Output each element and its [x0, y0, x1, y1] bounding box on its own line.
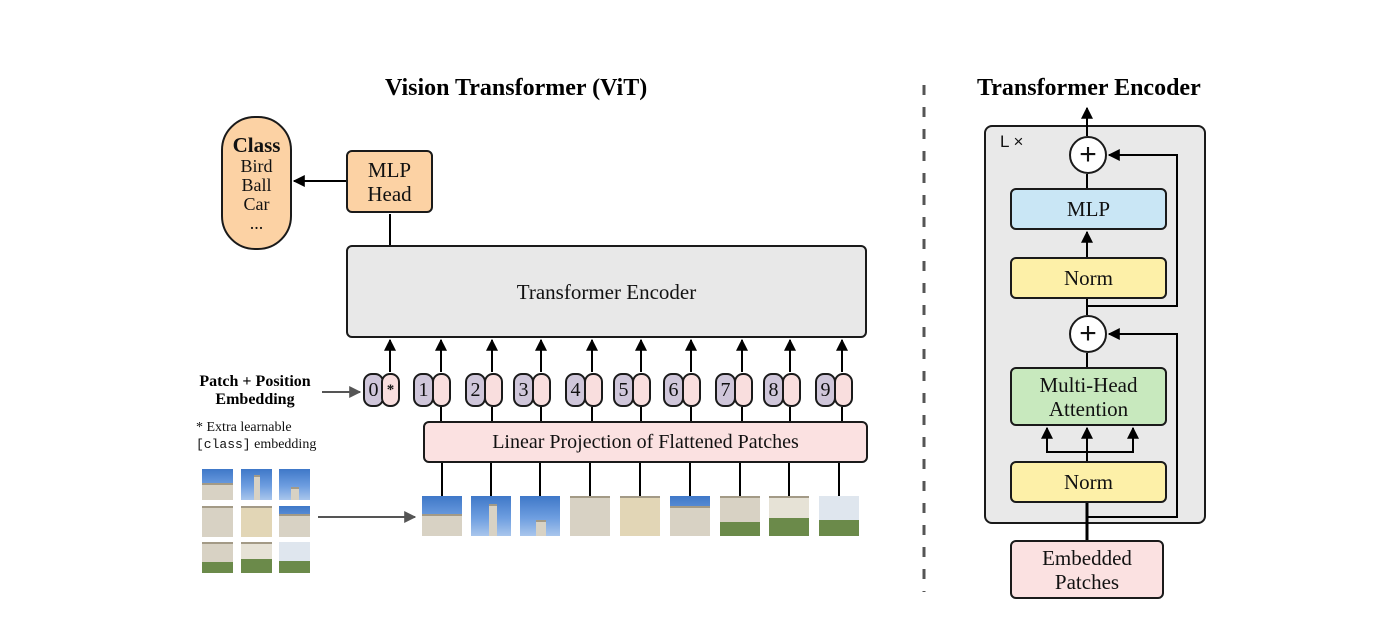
attention-label-line2: Attention: [1048, 396, 1129, 421]
linear-projection-label: Linear Projection of Flattened Patches: [492, 430, 799, 453]
footnote-line1: * Extra learnable: [196, 420, 292, 435]
class-token-embedding: *: [381, 373, 400, 407]
mlp-head-line2: Head: [367, 181, 412, 206]
grid-patch-6: [279, 506, 310, 537]
patch-embedding-1: [432, 373, 451, 407]
patch-embedding-9: [834, 373, 853, 407]
encoder-norm-top-box: Norm: [1010, 257, 1167, 299]
embedded-patches-box: Embedded Patches: [1010, 540, 1164, 599]
patch-image-4: [570, 496, 610, 536]
grid-patch-7: [202, 542, 233, 573]
patch-embedding-2: [484, 373, 503, 407]
patch-image-2: [471, 496, 511, 536]
linear-projection-box: Linear Projection of Flattened Patches: [423, 421, 868, 463]
patch-image-1: [422, 496, 462, 536]
class-token-footnote: * Extra learnable [class] embedding: [196, 419, 316, 453]
footnote-text: embedding: [250, 437, 317, 452]
patch-image-3: [520, 496, 560, 536]
class-item-car: Car: [243, 194, 270, 214]
transformer-encoder-box: Transformer Encoder: [346, 245, 867, 338]
class-output-box: Class Bird Ball Car ...: [221, 116, 292, 250]
mlp-head-box: MLP Head: [346, 150, 433, 213]
encoder-norm-bottom-label: Norm: [1064, 470, 1113, 494]
residual-skip-bottom: [1087, 328, 1178, 518]
patch-to-projection-lines: [441, 463, 840, 496]
encoder-mlp-label: MLP: [1066, 197, 1111, 221]
embedding-label-line1: Patch + Position: [199, 373, 311, 390]
repeat-label: L ×: [1000, 132, 1024, 151]
grid-patch-5: [241, 506, 272, 537]
multi-head-attention-box: Multi-Head Attention: [1010, 367, 1167, 426]
patch-embedding-4: [584, 373, 603, 407]
encoder-detail-title: Transformer Encoder: [977, 75, 1201, 101]
encoder-norm-top-label: Norm: [1064, 266, 1113, 290]
mlp-head-line1: MLP: [367, 157, 412, 182]
patch-embedding-6: [682, 373, 701, 407]
embedding-label: Patch + Position Embedding: [175, 373, 335, 409]
embedded-patches-line1: Embedded: [1042, 545, 1132, 570]
embedding-label-line2: Embedding: [215, 391, 295, 408]
grid-patch-4: [202, 506, 233, 537]
attention-label-line1: Multi-Head: [1039, 372, 1138, 397]
grid-patch-3: [279, 469, 310, 500]
grid-patch-2: [241, 469, 272, 500]
footnote-code: [class]: [196, 437, 251, 452]
class-item-bird: Bird: [240, 156, 273, 176]
transformer-encoder-label: Transformer Encoder: [516, 279, 697, 304]
encoder-norm-bottom-box: Norm: [1010, 461, 1167, 503]
patch-embedding-5: [632, 373, 651, 407]
encoder-mlp-box: MLP: [1010, 188, 1167, 230]
footnote-line2: [class] embedding: [196, 436, 316, 453]
patch-embedding-7: [734, 373, 753, 407]
embedded-patches-line2: Patches: [1054, 569, 1120, 594]
class-item-ball: Ball: [241, 175, 272, 195]
patch-image-7: [720, 496, 760, 536]
patch-embedding-3: [532, 373, 551, 407]
residual-skip-top: [1087, 149, 1178, 307]
patch-embedding-8: [782, 373, 801, 407]
class-item-more: ...: [249, 213, 264, 233]
position-token-9: 9: [815, 373, 836, 407]
residual-add-top: +: [1069, 136, 1107, 174]
projection-to-embedding-lines: [440, 407, 843, 421]
class-heading: Class: [232, 133, 281, 157]
grid-patch-8: [241, 542, 272, 573]
grid-patch-9: [279, 542, 310, 573]
patch-image-9: [819, 496, 859, 536]
patch-image-6: [670, 496, 710, 536]
patch-image-5: [620, 496, 660, 536]
grid-patch-1: [202, 469, 233, 500]
attention-qkv-arrows: [1041, 426, 1139, 461]
token-arrows: [384, 338, 848, 372]
residual-add-bottom: +: [1069, 315, 1107, 353]
vit-title: Vision Transformer (ViT): [385, 75, 648, 101]
patch-image-8: [769, 496, 809, 536]
